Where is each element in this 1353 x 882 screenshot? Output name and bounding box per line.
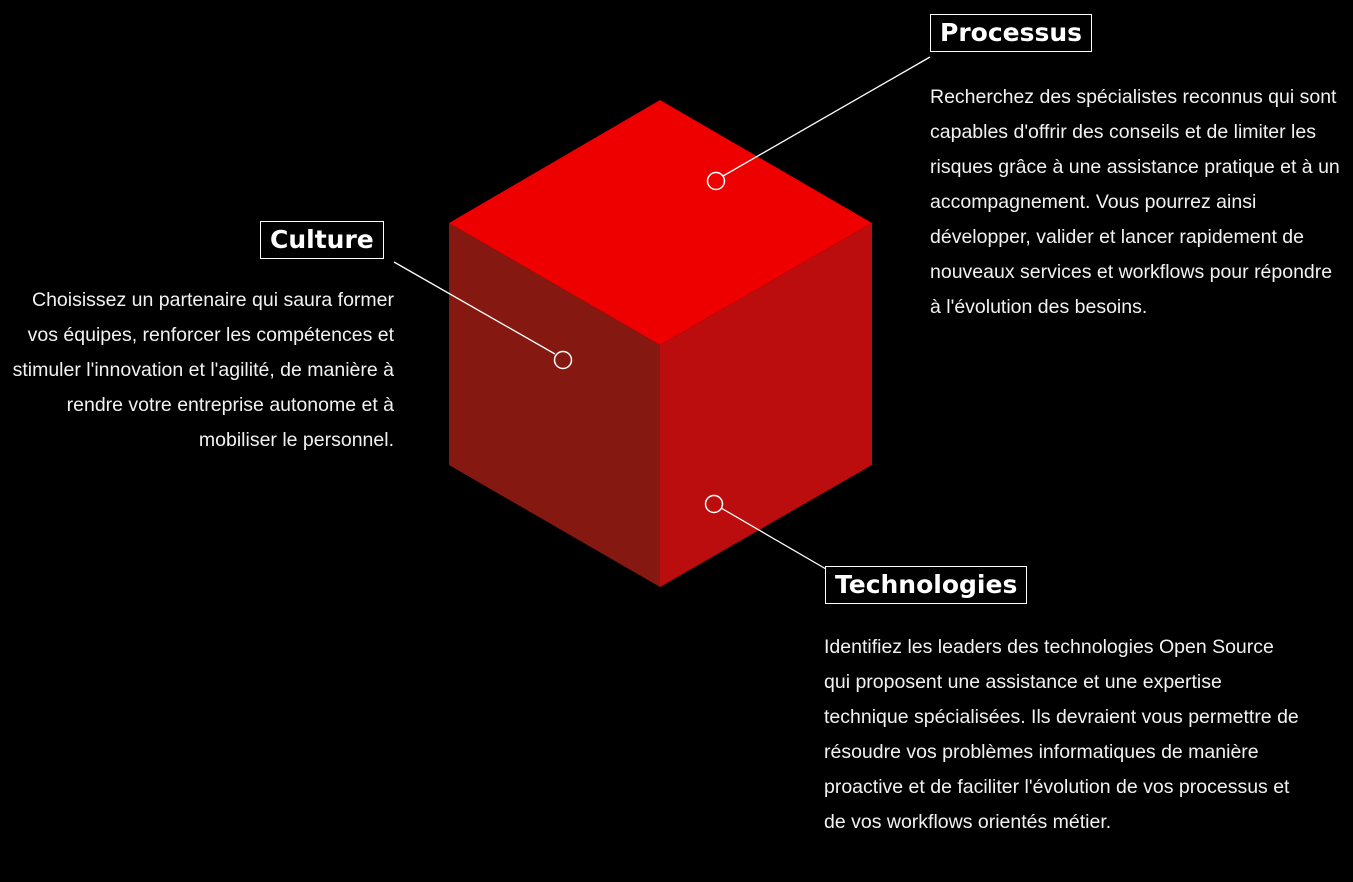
connector-processus: [722, 56, 931, 177]
cube-face-top: [449, 100, 872, 345]
marker-processus: [706, 171, 726, 191]
cube-face-left: [449, 223, 660, 587]
label-culture-title: Culture: [260, 221, 384, 259]
marker-technologies: [704, 494, 724, 514]
connector-culture: [393, 261, 556, 355]
cube: [449, 100, 872, 587]
label-culture-description: Choisissez un partenaire qui saura forme…: [12, 289, 394, 451]
marker-culture: [553, 350, 573, 370]
label-technologies-description: Identifiez les leaders des technologies …: [824, 636, 1299, 833]
label-technologies-title: Technologies: [825, 566, 1028, 604]
label-processus-title: Processus: [930, 14, 1093, 52]
label-processus-description: Recherchez des spécialistes reconnus qui…: [930, 86, 1340, 318]
connector-technologies: [720, 507, 827, 570]
